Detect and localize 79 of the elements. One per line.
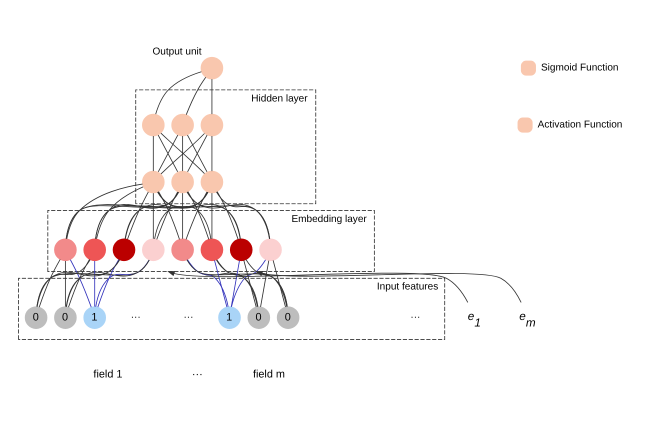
connector bbox=[36, 259, 91, 308]
node-circle: 0 bbox=[276, 306, 300, 329]
node-circle bbox=[83, 238, 106, 262]
connector bbox=[124, 192, 208, 240]
node-circle bbox=[171, 238, 194, 262]
legend-label: Sigmoid Function bbox=[540, 62, 619, 74]
arrow bbox=[255, 271, 522, 303]
node-circle: 1 bbox=[218, 306, 241, 329]
node-circle: 0 bbox=[248, 306, 270, 329]
node-circle bbox=[171, 114, 194, 136]
connector bbox=[127, 192, 149, 240]
node-circle bbox=[200, 170, 224, 194]
node-circle bbox=[142, 114, 165, 136]
connector bbox=[231, 259, 266, 308]
connector bbox=[95, 192, 179, 240]
connector bbox=[230, 260, 240, 308]
connector bbox=[216, 259, 258, 308]
node-circle bbox=[230, 238, 253, 262]
node-circle bbox=[200, 238, 224, 262]
node-circle: 1 bbox=[83, 306, 106, 329]
connector bbox=[214, 260, 228, 308]
node-circle bbox=[142, 238, 165, 262]
connector bbox=[186, 192, 270, 240]
connector bbox=[186, 260, 258, 308]
connector bbox=[216, 191, 239, 240]
connector bbox=[182, 136, 184, 172]
label: field 1 bbox=[93, 368, 122, 380]
connector bbox=[152, 136, 154, 172]
label: ··· bbox=[183, 312, 194, 324]
connector bbox=[246, 259, 288, 308]
connector bbox=[186, 259, 288, 307]
connector bbox=[64, 260, 66, 307]
node-circle bbox=[171, 170, 194, 194]
connector bbox=[243, 260, 257, 308]
connector bbox=[38, 259, 61, 308]
node-circle bbox=[259, 238, 282, 262]
label: ··· bbox=[130, 312, 141, 324]
connector bbox=[272, 260, 286, 308]
node-label: Output unit bbox=[152, 46, 202, 58]
node-circle bbox=[54, 238, 77, 262]
connector bbox=[36, 260, 150, 307]
connector bbox=[95, 192, 208, 240]
legend-label: Activation Function bbox=[538, 120, 622, 131]
connector bbox=[124, 192, 179, 240]
node-circle bbox=[200, 114, 224, 136]
connector bbox=[66, 259, 120, 308]
connector bbox=[187, 134, 208, 172]
label: ··· bbox=[410, 312, 420, 324]
connector bbox=[182, 192, 184, 240]
node-circle: 0 bbox=[24, 306, 48, 329]
connector bbox=[158, 134, 178, 172]
connector bbox=[66, 192, 179, 240]
arrow bbox=[167, 271, 468, 303]
cluster: Embedding layer bbox=[47, 210, 375, 272]
connector bbox=[186, 76, 206, 116]
connector bbox=[187, 259, 229, 308]
connector bbox=[155, 71, 202, 115]
node-circle: 0 bbox=[54, 306, 77, 329]
connector bbox=[97, 259, 120, 308]
connector bbox=[96, 186, 144, 240]
connector bbox=[152, 192, 154, 240]
label: field m bbox=[252, 368, 285, 380]
connector bbox=[36, 260, 120, 307]
connector bbox=[94, 260, 96, 307]
connector bbox=[157, 192, 270, 240]
connector bbox=[66, 192, 208, 240]
node-circle bbox=[142, 170, 165, 194]
connector bbox=[216, 260, 288, 308]
node-circle bbox=[200, 56, 224, 80]
connector bbox=[216, 192, 270, 240]
connector bbox=[186, 192, 241, 240]
label: ··· bbox=[192, 368, 203, 380]
connector bbox=[66, 260, 150, 307]
connector bbox=[66, 184, 143, 240]
connector bbox=[157, 192, 241, 240]
connector bbox=[260, 260, 270, 308]
node-circle bbox=[112, 238, 136, 262]
connector bbox=[95, 260, 150, 308]
cluster: Hidden layer bbox=[135, 89, 316, 204]
